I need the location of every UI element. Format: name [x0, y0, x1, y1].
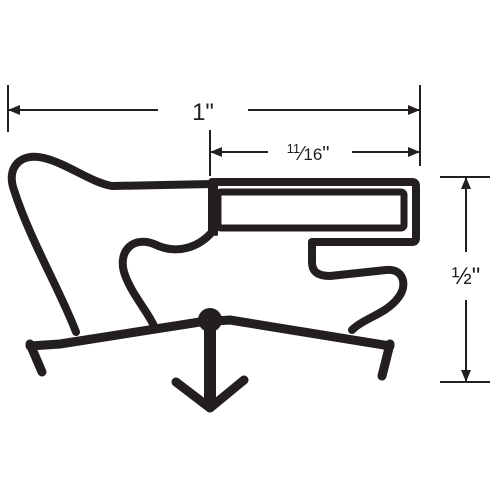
- overall-width-dimension: 1": [7, 85, 421, 166]
- inner-width-slash: ⁄: [295, 143, 306, 165]
- right-foot: [377, 339, 395, 381]
- inner-width-dimension: 11⁄16": [209, 130, 420, 176]
- dart-outer: [208, 178, 420, 334]
- height-label: ½": [452, 263, 481, 290]
- bulb-outer-outline: [7, 152, 216, 336]
- dart-inner-cavity: [214, 188, 408, 232]
- inner-width-denominator: 16: [303, 145, 322, 164]
- height-dimension: ½": [440, 176, 490, 383]
- arrow-barb: [171, 375, 249, 413]
- left-foot: [25, 339, 47, 377]
- inner-width-numerator: 11: [287, 141, 301, 156]
- gasket-profile: [7, 152, 420, 413]
- inner-width-label: 11⁄16": [287, 141, 330, 165]
- inner-width-inch-mark: ": [322, 143, 329, 165]
- cavity-notch: [358, 224, 374, 232]
- overall-width-label: 1": [192, 99, 214, 126]
